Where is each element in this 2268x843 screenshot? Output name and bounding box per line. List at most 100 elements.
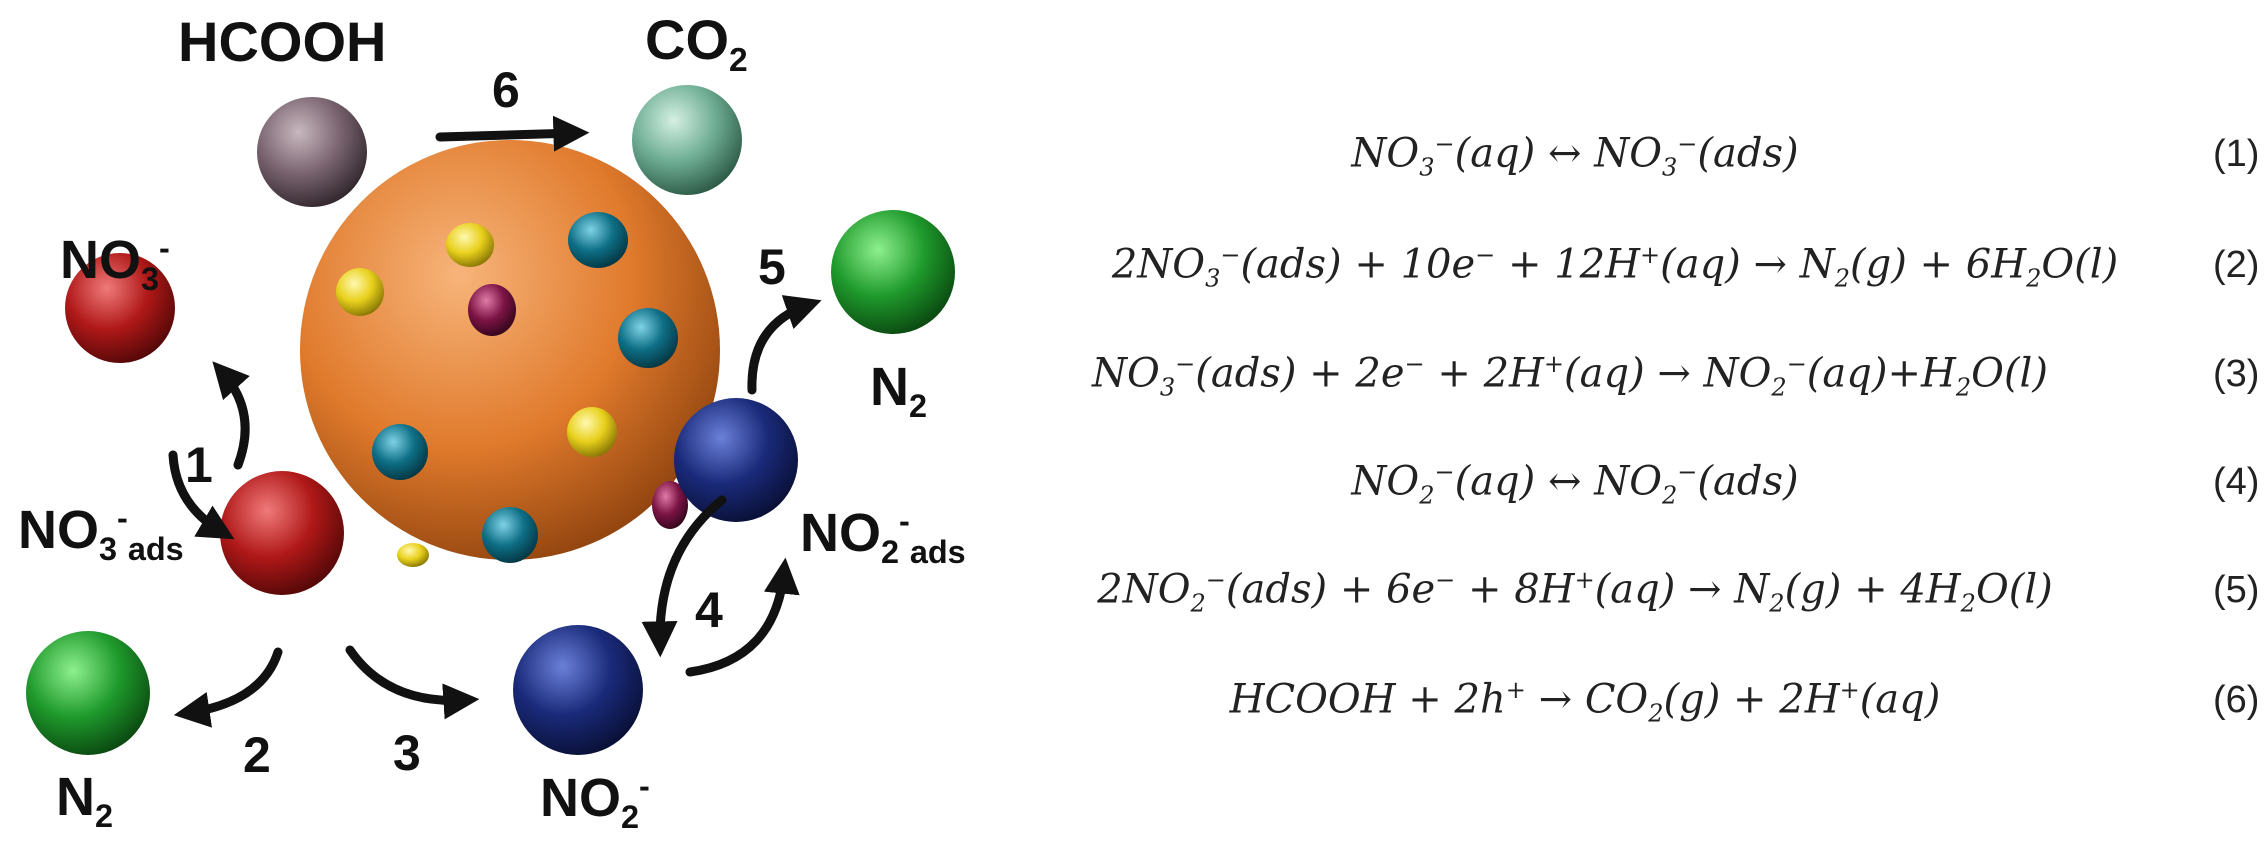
equation-3-sup: − xyxy=(1404,350,1425,378)
equation-number-6: (6) xyxy=(2213,679,2260,721)
yellow-site xyxy=(336,268,384,316)
equation-6-sup: + xyxy=(1839,676,1860,704)
equation-3-text: + 2H xyxy=(1424,350,1544,397)
step-1-arrow-down xyxy=(168,450,235,540)
label-n2-left: N2 xyxy=(56,767,114,834)
label-adsorbed-nitrite: NO2-ads xyxy=(800,503,966,570)
equation-1-text: NO xyxy=(1351,130,1420,177)
equation-5-sup: + xyxy=(1574,566,1595,594)
n2-molecule-left xyxy=(26,631,150,755)
equation-1-sub: 3 xyxy=(1419,153,1435,182)
equation-5-text: (aq) → N xyxy=(1594,566,1770,613)
equation-2-sub: 3 xyxy=(1205,264,1221,293)
equation-3-sub: 3 xyxy=(1159,373,1176,402)
equation-2-text: (g) + 6H xyxy=(1850,241,2027,288)
equation-1-text: (ads) xyxy=(1697,130,1799,177)
equation-6-sub: 2 xyxy=(1648,699,1664,728)
step-4-arrow-down xyxy=(641,495,727,658)
equation-4: NO2−(aq) ↔ NO2−(ads) xyxy=(1351,460,1798,507)
equation-3-sup: − xyxy=(1786,350,1807,378)
purple-site xyxy=(468,284,516,336)
step-6-arrow xyxy=(435,115,590,152)
label-co2: CO2 xyxy=(645,8,748,80)
equation-1-text: (aq) ↔ NO xyxy=(1454,130,1662,177)
equation-4-text: (aq) ↔ NO xyxy=(1454,458,1662,505)
equation-5-text: + 8H xyxy=(1455,566,1575,613)
equation-4-text: NO xyxy=(1351,458,1420,505)
equation-5-sub: 2 xyxy=(1190,589,1206,618)
equation-3: NO3−(ads) + 2e− + 2H+(aq) → NO2−(aq)+H2O… xyxy=(1092,352,2048,399)
equation-6-text: (g) + 2H xyxy=(1663,676,1840,723)
equation-2-text: O(l) xyxy=(2041,241,2119,288)
step-1-arrow-up xyxy=(212,361,250,470)
equation-number-1: (1) xyxy=(2213,133,2260,175)
step-3-arrow xyxy=(345,645,480,720)
equation-3-sup: + xyxy=(1543,350,1565,378)
equation-3-sub: 2 xyxy=(1955,373,1972,402)
adsorbed-nitrate-molecule xyxy=(220,471,344,595)
label-hcooh: HCOOH xyxy=(178,10,387,73)
equation-3-text: (aq)+H xyxy=(1806,350,1956,397)
equation-2-sup: − xyxy=(1475,241,1496,269)
equation-5-text: (g) + 4H xyxy=(1784,566,1961,613)
equation-2: 2NO3−(ads) + 10e− + 12H+(aq) → N2(g) + 6… xyxy=(1112,243,2118,290)
equation-5: 2NO2−(ads) + 6e− + 8H+(aq) → N2(g) + 4H2… xyxy=(1097,568,2052,615)
step-5-label: 5 xyxy=(758,239,786,295)
step-5-arrow xyxy=(747,295,822,395)
equation-5-sup: − xyxy=(1205,566,1226,594)
equation-1-sup: − xyxy=(1434,130,1455,158)
equation-5-text: O(l) xyxy=(1975,566,2053,613)
equation-6-text: (aq) xyxy=(1859,676,1941,723)
label-n2-right: N2 xyxy=(870,357,928,424)
equation-2-sup: + xyxy=(1640,241,1661,269)
equation-4-sup: − xyxy=(1677,458,1698,486)
yellow-site xyxy=(446,223,494,267)
equation-5-text: (ads) + 6e xyxy=(1225,566,1436,613)
equation-number-4: (4) xyxy=(2213,461,2260,503)
equation-2-text: (ads) + 10e xyxy=(1240,241,1476,288)
step-2-arrow xyxy=(173,647,283,728)
equation-3-text: (aq) → NO xyxy=(1564,350,1772,397)
teal-site xyxy=(618,308,678,368)
equation-3-text: NO xyxy=(1092,350,1160,397)
equation-2-sup: − xyxy=(1220,241,1241,269)
equation-3-text: (ads) + 2e xyxy=(1195,350,1405,397)
equation-4-sub: 2 xyxy=(1419,481,1435,510)
label-nitrate: NO3- xyxy=(60,230,170,297)
step-3-label: 3 xyxy=(393,725,421,781)
teal-site xyxy=(482,507,538,563)
equation-2-text: 2NO xyxy=(1111,241,1206,288)
n2-molecule-right xyxy=(831,210,955,334)
teal-site xyxy=(568,212,628,268)
equation-6-sup: + xyxy=(1505,676,1526,704)
surface-sites xyxy=(336,212,688,567)
equation-2-text: + 12H xyxy=(1495,241,1641,288)
equation-3-sub: 2 xyxy=(1771,373,1787,402)
step-1-label: 1 xyxy=(185,437,213,493)
step-2-label: 2 xyxy=(243,727,271,783)
equation-5-sup: − xyxy=(1435,566,1456,594)
equation-3-sup: − xyxy=(1175,350,1196,378)
step-6-label: 6 xyxy=(492,62,520,118)
co2-molecule xyxy=(632,85,742,195)
label-nitrite: NO2- xyxy=(540,768,650,835)
equation-1: NO3−(aq) ↔ NO3−(ads) xyxy=(1351,132,1798,179)
adsorbed-nitrite-molecule xyxy=(674,398,798,522)
equation-2-text: (aq) → N xyxy=(1660,241,1835,288)
equation-1-sub: 3 xyxy=(1662,153,1678,182)
purple-site xyxy=(652,481,688,529)
yellow-site xyxy=(397,543,429,567)
step-4-label: 4 xyxy=(695,582,723,638)
equation-5-text: 2NO xyxy=(1097,566,1191,613)
hcooh-molecule xyxy=(257,97,367,207)
teal-site xyxy=(372,424,428,480)
equation-4-text: (ads) xyxy=(1697,458,1799,505)
equation-6: HCOOH + 2h+ → CO2(g) + 2H+(aq) xyxy=(1230,678,1941,725)
nitrite-molecule xyxy=(513,625,643,755)
equation-5-sub: 2 xyxy=(1769,589,1785,618)
yellow-site xyxy=(567,407,617,457)
equation-number-5: (5) xyxy=(2213,569,2260,611)
equation-5-sub: 2 xyxy=(1960,589,1976,618)
equation-4-sup: − xyxy=(1434,458,1455,486)
